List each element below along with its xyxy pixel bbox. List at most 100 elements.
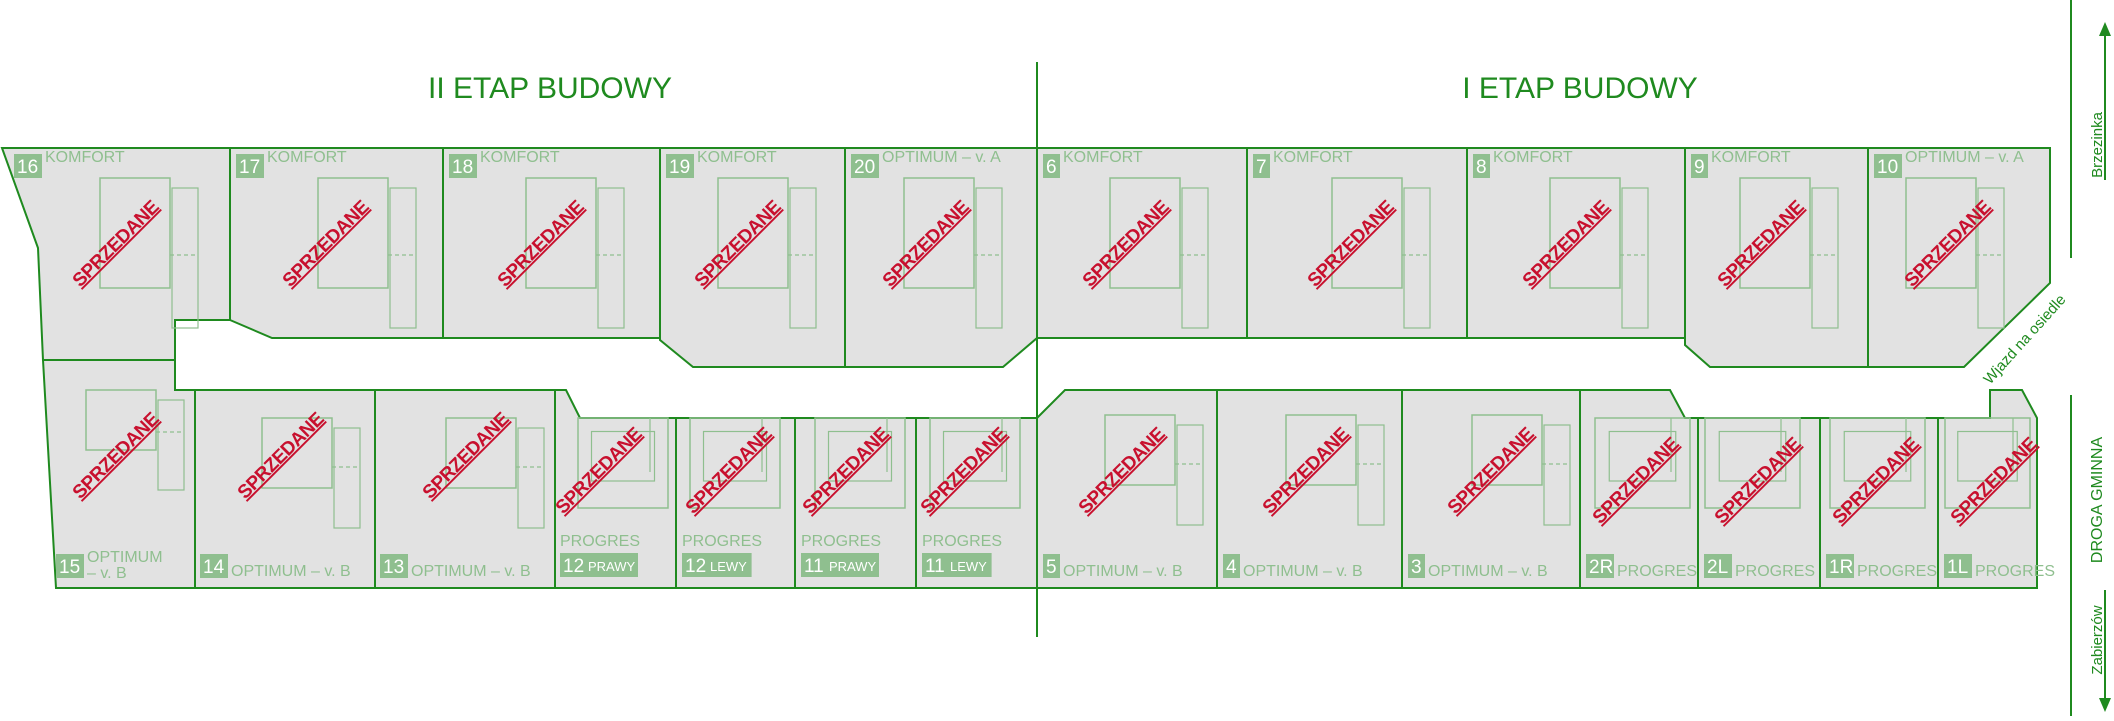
lot-number: 7 [1256, 157, 1267, 178]
lot-1r-building [1829, 417, 1926, 509]
lot-4-boundary[interactable] [1216, 389, 1403, 589]
lot-number-badge [56, 554, 84, 578]
lot-19-label: 19 KOMFORT [666, 149, 777, 178]
lot-3-boundary[interactable] [1401, 389, 1581, 589]
lot-type: OPTIMUM – v. B [1428, 563, 1548, 580]
lot-12l-building [689, 417, 781, 509]
lot-number: 15 [59, 557, 80, 578]
lot-number: 8 [1476, 157, 1487, 178]
lot-number: 13 [383, 557, 404, 578]
lot-1l-label: 1L PROGRES [1944, 554, 2055, 580]
lot-number-badge [1253, 154, 1270, 178]
lot-number-badge [1944, 554, 1972, 578]
lot-17-building [317, 177, 417, 329]
lot-15-building [85, 389, 185, 491]
lot-number-badge [666, 154, 694, 178]
lot-side: PRAWY [829, 559, 877, 574]
lot-1l-building [1944, 417, 2031, 509]
lot-side: LEWY [950, 559, 987, 574]
lot-number-badge [851, 154, 879, 178]
lot-number-badge [1043, 554, 1060, 578]
lot-type: KOMFORT [1711, 149, 1791, 166]
lot-number: 11 [925, 556, 945, 577]
lot-number-badge [1874, 154, 1902, 178]
lot-number: 10 [1877, 157, 1898, 178]
lot-8-building [1549, 177, 1649, 329]
lot-number: 1L [1947, 557, 1968, 578]
lot-type: OPTIMUM – v. B [1063, 563, 1183, 580]
lot-number: 11 [804, 556, 824, 577]
lot-9-boundary[interactable] [1684, 147, 1869, 368]
lot-type: KOMFORT [697, 149, 777, 166]
lot-number: 2L [1707, 557, 1728, 578]
lot-number: 9 [1694, 157, 1705, 178]
lot-6-building [1109, 177, 1209, 329]
lot-2r-building [1594, 417, 1691, 509]
lot-type-variant: – v. B [87, 565, 127, 582]
road-label-north: Brzezinka [2089, 111, 2106, 178]
lot-number: 14 [203, 557, 225, 578]
stage-2-title: II ETAP BUDOWY [428, 72, 672, 105]
lot-1l-boundary[interactable] [1937, 389, 2038, 589]
lot-2l-label: 2L PROGRES [1704, 554, 1815, 580]
lot-number-badge [1043, 154, 1060, 178]
lot-type: OPTIMUM – v. B [1243, 563, 1363, 580]
lot-type: OPTIMUM – v. B [411, 563, 531, 580]
lot-number-badge [1691, 154, 1708, 178]
lot-number: 6 [1046, 157, 1057, 178]
lot-type: OPTIMUM – v. A [1905, 149, 2024, 166]
lot-number: 18 [452, 157, 473, 178]
lot-number-badge [236, 154, 264, 178]
lot-number-badge [1826, 554, 1854, 578]
lot-type: PROGRES [1975, 563, 2055, 580]
south-arrow-icon [2099, 698, 2111, 712]
lot-9-building [1739, 177, 1839, 329]
lot-5-building [1104, 414, 1204, 526]
lot-type: KOMFORT [1063, 149, 1143, 166]
lot-4-building [1285, 414, 1385, 526]
lot-type: KOMFORT [1273, 149, 1353, 166]
lot-10-label: 10 OPTIMUM – v. A [1874, 149, 2024, 178]
lot-11p-building [814, 417, 906, 509]
lot-number-badge [1408, 554, 1425, 578]
lot-number: 1R [1829, 557, 1853, 578]
lot-number: 20 [854, 157, 875, 178]
lot-type: PROGRES [922, 533, 1002, 550]
lot-number-badge [801, 553, 879, 577]
lot-6-label: 6 KOMFORT [1043, 149, 1143, 178]
lot-number-badge [200, 554, 228, 578]
lot-number-badge [560, 553, 638, 577]
lot-18-building [525, 177, 625, 329]
lot-11l-building [929, 417, 1021, 509]
lot-3-building [1471, 414, 1571, 526]
road-brzezinka: Brzezinka [2070, 0, 2111, 258]
lot-type: PROGRES [560, 533, 640, 550]
buildings-layer [85, 177, 2031, 529]
lot-20-boundary[interactable] [844, 147, 1038, 368]
lot-number: 12 [563, 556, 584, 577]
lot-number-badge [1473, 154, 1490, 178]
lot-number-badge [682, 553, 752, 577]
lot-number-badge [449, 154, 477, 178]
stage-1-title: I ETAP BUDOWY [1462, 72, 1698, 105]
lot-type: PROGRES [1735, 563, 1815, 580]
lot-number: 19 [669, 157, 690, 178]
lot-type: KOMFORT [267, 149, 347, 166]
lot-19-boundary[interactable] [659, 147, 846, 368]
lot-side: LEWY [710, 559, 747, 574]
north-arrow-icon [2099, 22, 2111, 36]
lot-11l-label: PROGRES 11 LEWY [922, 533, 1002, 577]
road-zabierzow: Zabierzów [2089, 590, 2111, 712]
lot-5-boundary[interactable] [1036, 389, 1218, 589]
lot-number-badge [922, 553, 992, 577]
lot-16-building [99, 177, 199, 329]
lot-type: PROGRES [682, 533, 762, 550]
